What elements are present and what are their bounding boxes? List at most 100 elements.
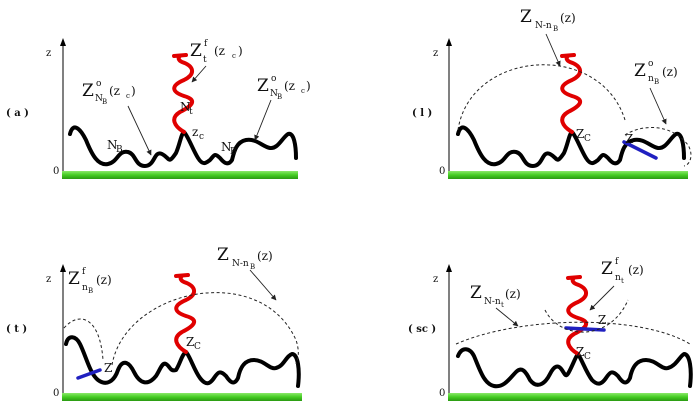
svg-text:n: n (615, 273, 621, 283)
svg-text:Z: Z (601, 259, 613, 279)
label-top-partition: Z f t (z c ) (190, 39, 243, 65)
svg-text:Z: Z (634, 61, 646, 81)
panel-l: z 0 ( l ) Z N-n B (z) Z o n B (z) Z C Z (412, 7, 692, 179)
svg-text:f: f (204, 39, 208, 49)
tail-envelope (544, 299, 629, 333)
svg-text:B: B (277, 93, 282, 101)
zero-label: 0 (439, 166, 445, 177)
label-top-partition: Z N-n B (z) (217, 245, 273, 271)
svg-text:(z): (z) (628, 263, 644, 277)
svg-text:Z: Z (257, 76, 269, 96)
svg-text:B: B (102, 98, 107, 106)
pointer-arrow (545, 33, 561, 67)
svg-text:(z: (z (214, 44, 225, 58)
svg-text:(z): (z) (662, 65, 678, 79)
svg-text:N-n: N-n (535, 21, 552, 31)
panel-tag: ( l ) (412, 108, 432, 119)
svg-text:): ) (238, 44, 243, 58)
adsorbed-chain (456, 125, 686, 168)
axis-arrow-icon (60, 264, 66, 272)
svg-text:f: f (615, 257, 619, 267)
svg-text:Z: Z (82, 81, 94, 101)
svg-text:n: n (648, 74, 654, 84)
svg-text:Z: Z (576, 345, 584, 359)
svg-text:C: C (584, 352, 591, 362)
z-axis-label: z (433, 48, 438, 59)
svg-text:o: o (96, 79, 101, 89)
label-z: Z (598, 313, 606, 327)
svg-text:f: f (82, 267, 86, 277)
cut-bond (622, 140, 658, 160)
svg-text:t: t (621, 277, 624, 285)
svg-text:B: B (654, 78, 659, 86)
svg-text:(z: (z (284, 79, 295, 93)
svg-text:C: C (584, 134, 591, 144)
svg-text:t: t (189, 107, 193, 117)
label-nt: N t (180, 100, 193, 117)
label-z: Z (625, 132, 633, 146)
label-left-partition: Z f n B (z) (68, 267, 112, 295)
tail-segment (172, 53, 195, 134)
z-axis-label: z (433, 274, 438, 285)
adsorbing-surface (62, 393, 302, 401)
svg-text:Z: Z (576, 127, 584, 141)
tail-segment (566, 275, 589, 356)
svg-text:(z): (z) (505, 287, 521, 301)
label-zc: Z C (576, 127, 591, 144)
adsorbing-surface (448, 393, 688, 401)
label-right-partition: Z o n B (z) (634, 59, 678, 86)
panel-t: z 0 ( t ) Z f n B (z) Z N-n B (z) Z C Z (6, 245, 302, 401)
svg-text:B: B (553, 25, 558, 33)
label-nb-left: N B (107, 138, 123, 155)
svg-text:z: z (192, 125, 198, 139)
label-zc: z c (192, 125, 204, 142)
svg-text:N: N (270, 89, 278, 99)
svg-text:Z: Z (217, 245, 229, 265)
svg-text:Z: Z (520, 7, 532, 27)
svg-text:o: o (271, 74, 276, 84)
label-top-partition: Z N-n B (z) (520, 7, 576, 33)
svg-text:B: B (116, 145, 123, 155)
svg-text:c: c (199, 132, 204, 142)
loop-envelope (624, 126, 692, 167)
svg-text:): ) (306, 79, 311, 93)
svg-text:N: N (107, 138, 118, 152)
svg-text:t: t (203, 55, 207, 65)
tail-segment (560, 53, 583, 134)
svg-text:o: o (648, 59, 653, 69)
zero-label: 0 (439, 388, 445, 399)
adsorbed-chain (456, 347, 693, 389)
pointer-arrow (254, 99, 272, 141)
svg-text:c: c (126, 92, 130, 100)
adsorbed-chain (64, 335, 301, 388)
surface-envelope (455, 321, 691, 345)
z-axis-label: z (46, 48, 51, 59)
svg-text:t: t (501, 301, 504, 309)
svg-text:B: B (250, 263, 255, 271)
svg-text:(z): (z) (96, 273, 112, 287)
svg-text:Z: Z (68, 269, 80, 289)
axis-arrow-icon (446, 264, 452, 272)
zero-label: 0 (53, 166, 59, 177)
pointer-arrow (495, 307, 519, 327)
pointer-arrow (249, 269, 277, 301)
svg-text:N: N (221, 140, 232, 154)
svg-text:N: N (95, 94, 103, 104)
pointer-arrow (649, 87, 667, 125)
label-right-partition: Z o N B (z c ) (257, 74, 311, 101)
tail-segment (174, 273, 197, 354)
z-axis-label: z (46, 274, 51, 285)
label-left-partition: Z N-n t (z) (470, 283, 521, 309)
svg-text:Z: Z (470, 283, 482, 303)
svg-text:N-n: N-n (484, 297, 501, 307)
label-zc: Z C (576, 345, 591, 362)
svg-text:B: B (88, 287, 93, 295)
panel-tag: ( a ) (6, 108, 29, 119)
svg-text:n: n (82, 283, 88, 293)
loop-envelope (63, 318, 104, 361)
panel-a: z 0 ( a ) Z f t (z c ) Z o N B (z c ) Z … (6, 38, 311, 179)
svg-text:Z: Z (186, 335, 194, 349)
panel-sc: z 0 ( sc ) Z N-n t (z) Z f n t (z) Z C Z (408, 257, 693, 401)
panel-tag: ( t ) (6, 324, 27, 335)
